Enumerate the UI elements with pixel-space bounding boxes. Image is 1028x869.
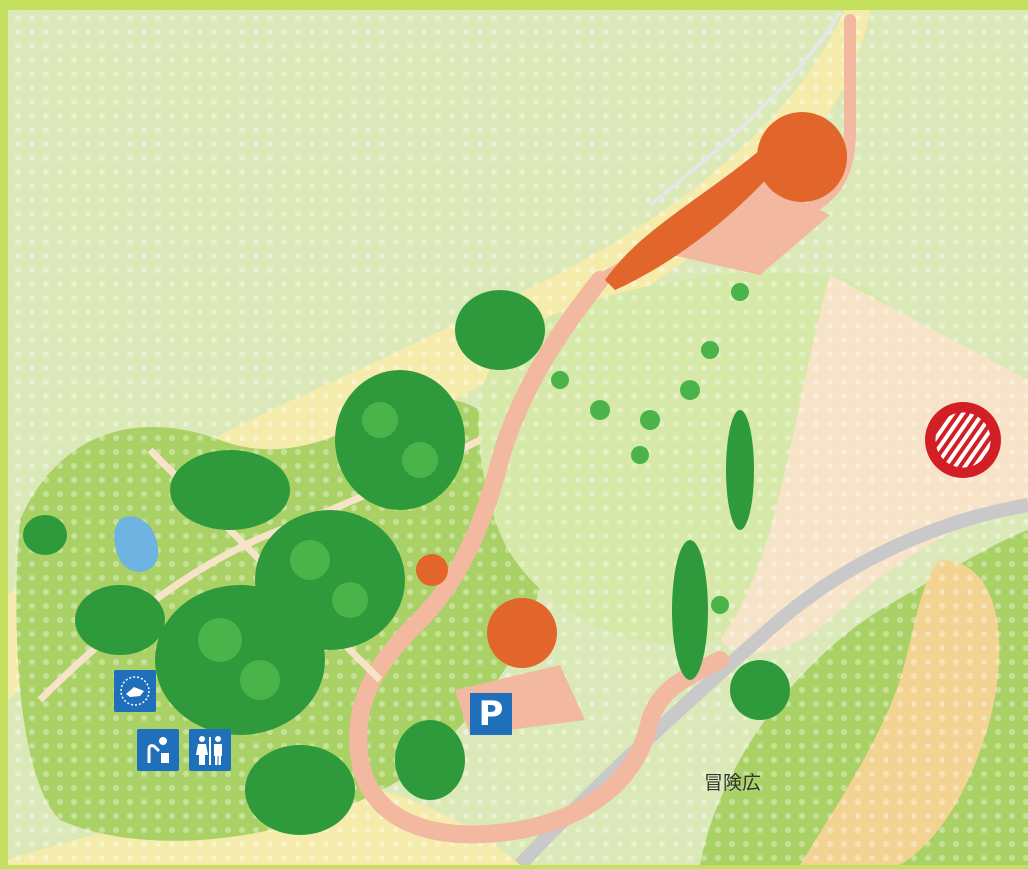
park-road (349, 271, 729, 844)
hotspot-small (416, 554, 448, 586)
parking-lot-north (650, 180, 830, 275)
hotspot-south (487, 598, 557, 668)
restroom-icon (189, 729, 231, 771)
parking-icon: P (470, 693, 512, 735)
hand-wash-icon (114, 670, 156, 712)
tree-clusters (23, 290, 790, 835)
drinking-fountain-icon (137, 729, 179, 771)
pond (114, 516, 159, 572)
hotspot-strip (605, 150, 770, 290)
hotspot-north (757, 112, 847, 202)
tree-highlights (198, 283, 749, 700)
railway-north (648, 10, 842, 207)
highway (514, 498, 1028, 869)
no-entry-icon (925, 402, 1001, 478)
adventure-area-label: 冒険広 (704, 772, 762, 794)
